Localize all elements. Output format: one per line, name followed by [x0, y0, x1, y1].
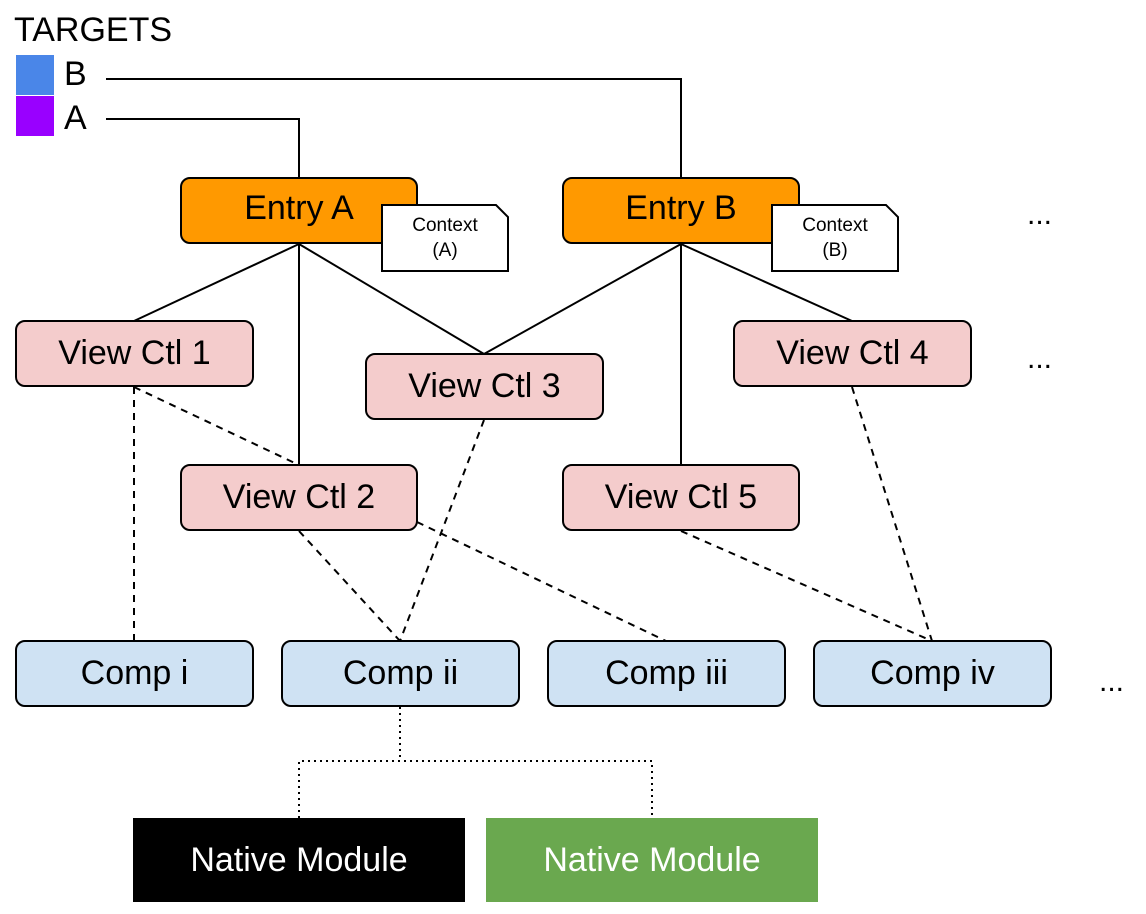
comp-ii-label: Comp ii — [342, 654, 459, 692]
native-module-black-label: Native Module — [190, 840, 408, 879]
note-shape-icon — [381, 204, 509, 272]
target-b-label: B — [64, 55, 87, 93]
comp-ii-node[interactable]: Comp ii — [281, 640, 520, 707]
view-ctl-4-label: View Ctl 4 — [776, 334, 929, 372]
target-a-label: A — [64, 99, 87, 137]
context-a-title: Context — [412, 215, 478, 236]
context-a-target: (A) — [432, 240, 458, 261]
native-module-green-label: Native Module — [543, 840, 761, 879]
legend-title: TARGETS — [14, 11, 173, 49]
view-ctl-4-node[interactable]: View Ctl 4 — [733, 320, 972, 387]
context-b-title: Context — [802, 215, 868, 236]
comp-iii-label: Comp iii — [605, 654, 728, 692]
view-ctl-3-node[interactable]: View Ctl 3 — [365, 353, 604, 420]
entry-a-to-view-ctl-1 — [133, 243, 300, 322]
view-ctl-1-label: View Ctl 1 — [58, 334, 211, 372]
view-ctl-2-to-comp-iii — [416, 521, 667, 642]
view-ctl-2-to-comp-ii — [298, 530, 401, 642]
context-a-note: Context (A) — [381, 204, 509, 272]
comp-i-node[interactable]: Comp i — [15, 640, 254, 707]
comp-iv-label: Comp iv — [870, 654, 995, 692]
more-components-ellipsis: ... — [1099, 665, 1125, 698]
view-ctl-2-label: View Ctl 2 — [222, 478, 376, 516]
context-b-target: (B) — [822, 240, 848, 261]
view-ctl-5-node[interactable]: View Ctl 5 — [562, 464, 800, 531]
entry-b-node[interactable]: Entry B — [562, 177, 800, 244]
entry-b-to-view-ctl-4 — [680, 243, 853, 322]
comp-iv-node[interactable]: Comp iv — [813, 640, 1052, 707]
note-shape-icon — [771, 204, 899, 272]
more-view-controllers-ellipsis: ... — [1027, 342, 1053, 375]
entry-a-label: Entry A — [244, 189, 354, 227]
view-ctl-5-to-comp-iv — [680, 530, 933, 642]
view-ctl-3-label: View Ctl 3 — [408, 367, 561, 405]
view-ctl-3-to-comp-ii — [399, 419, 485, 642]
view-ctl-1-node[interactable]: View Ctl 1 — [15, 320, 254, 387]
view-ctl-1-to-view-ctl-2 — [133, 386, 300, 466]
view-ctl-5-label: View Ctl 5 — [604, 478, 758, 516]
target-a-swatch — [16, 96, 54, 136]
view-ctl-2-node[interactable]: View Ctl 2 — [180, 464, 418, 531]
more-entries-ellipsis: ... — [1027, 198, 1053, 231]
native-module-bus — [298, 760, 653, 818]
view-ctl-4-to-comp-iv — [851, 386, 933, 642]
native-module-green-node[interactable]: Native Module — [486, 818, 818, 902]
target-a-link — [106, 118, 300, 178]
target-b-link — [106, 78, 682, 178]
native-module-black-node[interactable]: Native Module — [133, 818, 465, 902]
comp-i-label: Comp i — [80, 654, 189, 692]
comp-iii-node[interactable]: Comp iii — [547, 640, 786, 707]
entry-a-to-view-ctl-3 — [298, 243, 485, 355]
context-b-note: Context (B) — [771, 204, 899, 272]
entry-b-to-view-ctl-3 — [483, 243, 682, 355]
entry-b-label: Entry B — [625, 189, 737, 227]
entry-a-node[interactable]: Entry A — [180, 177, 418, 244]
target-b-swatch — [16, 55, 54, 95]
